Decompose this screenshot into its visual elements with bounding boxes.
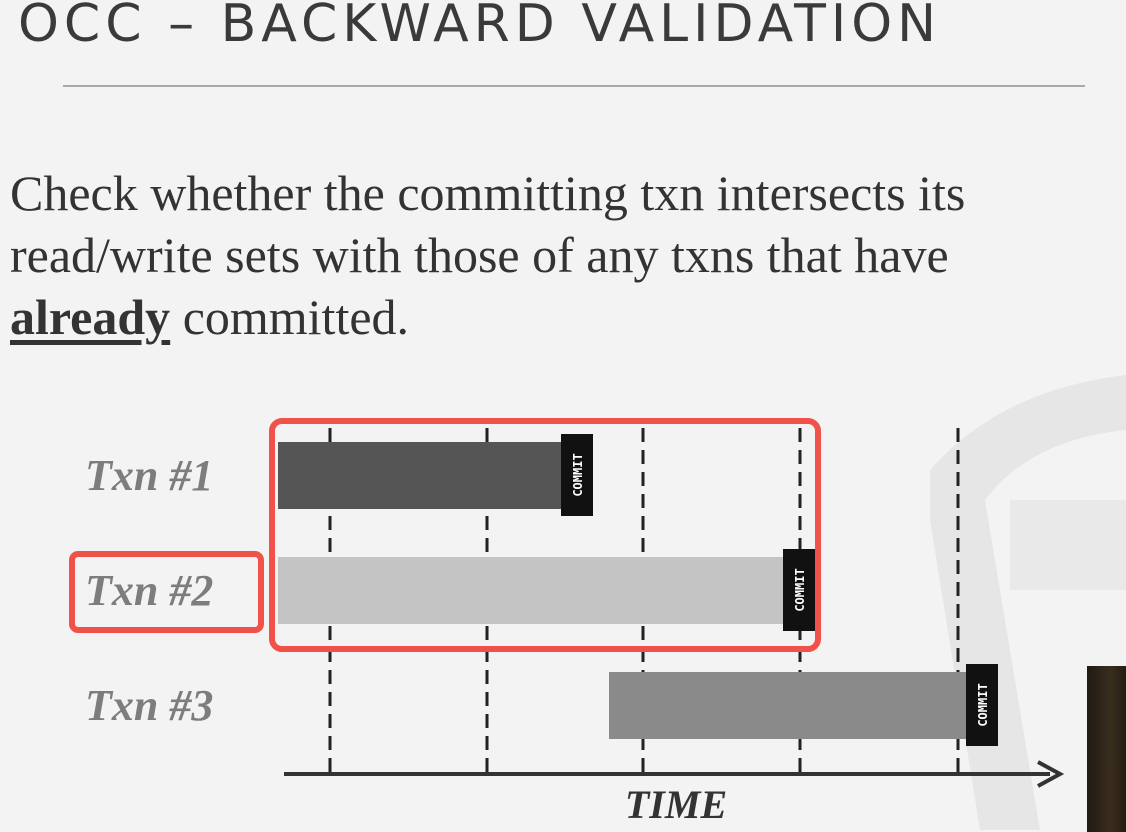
txn-1-commit-marker xyxy=(561,434,593,516)
presenter-video-thumbnail xyxy=(1087,666,1126,832)
body-text-start: Check whether the committing txn interse… xyxy=(10,165,966,283)
txn-2-commit-marker xyxy=(783,549,815,631)
txn-2-bar xyxy=(278,557,798,624)
txn-1-label: Txn #1 xyxy=(85,451,213,500)
time-axis-arrow-icon xyxy=(1037,760,1065,788)
txn-2-commit-label: COMMIT xyxy=(793,568,807,611)
committing-txn-highlight xyxy=(69,551,264,633)
body-emphasis: already xyxy=(10,289,171,345)
txn-1-commit-label: COMMIT xyxy=(571,453,585,496)
validation-scope-highlight xyxy=(269,418,821,652)
txn-2-label: Txn #2 xyxy=(85,566,213,615)
body-paragraph: Check whether the committing txn interse… xyxy=(10,162,1110,348)
txn-3-label: Txn #3 xyxy=(85,681,213,730)
txn-3-bar xyxy=(609,672,977,739)
title-divider xyxy=(63,85,1085,87)
txn-1-bar xyxy=(278,442,573,509)
time-axis-label: TIME xyxy=(625,782,727,827)
body-text-end: committed. xyxy=(170,289,410,345)
txn-3-commit-label: COMMIT xyxy=(976,683,990,726)
txn-3-commit-marker xyxy=(966,664,998,746)
slide-title: OCC – BACKWARD VALIDATION xyxy=(18,0,942,54)
